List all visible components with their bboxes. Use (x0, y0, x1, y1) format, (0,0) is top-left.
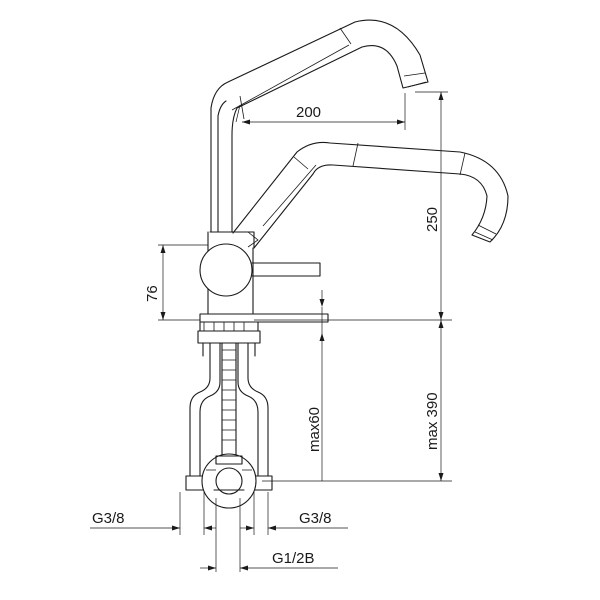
dimension-label-max-60: max60 (306, 407, 323, 452)
dimension-label-max-390: max 390 (424, 392, 441, 450)
dimension-lines (90, 92, 444, 571)
fixing-nut (201, 453, 257, 509)
dimension-label-body-76: 76 (144, 285, 161, 302)
upper-spout (210, 19, 429, 233)
dimension-label-reach: 200 (296, 104, 321, 121)
dimension-label-height-250: 250 (424, 207, 441, 232)
dimension-label-inlet-right: G3/8 (299, 510, 332, 527)
mixer-body (199, 231, 321, 315)
dimension-label-connection: G1/2B (272, 550, 315, 567)
extension-lines (158, 91, 452, 572)
mounting-base (197, 313, 329, 357)
dimension-label-inlet-left: G3/8 (92, 510, 125, 527)
lower-spout (232, 141, 509, 249)
supply-hoses (185, 342, 273, 491)
